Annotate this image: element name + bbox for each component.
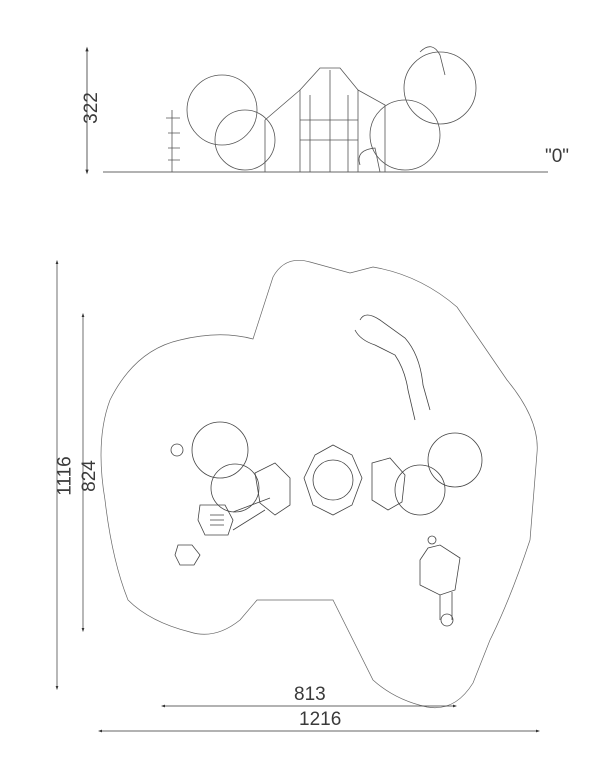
- elevation-view: [85, 46, 548, 175]
- hex-right: [371, 457, 406, 511]
- stepping-pods: [166, 110, 180, 172]
- tube-slide-plan: [354, 314, 431, 421]
- small-slide: [358, 147, 381, 173]
- dome-plan-4: [427, 432, 483, 488]
- depth-total-label: 1116: [54, 456, 76, 496]
- slide-tube: [419, 46, 446, 76]
- dome-left: [186, 74, 258, 146]
- tower-nets: [300, 70, 358, 172]
- swing-frame: [419, 544, 461, 620]
- dome-plan-1: [191, 421, 249, 479]
- dome-right-lower: [369, 99, 441, 171]
- center-tower-plan: [303, 444, 363, 516]
- depth-equipment-label: 824: [78, 460, 100, 492]
- dome-right-upper: [403, 51, 477, 125]
- width-total-label: 1216: [299, 709, 342, 730]
- center-hub: [312, 459, 354, 501]
- ground-zero-label: "0": [545, 146, 570, 167]
- dome-plan-3: [394, 464, 446, 516]
- safety-zone-outline: [100, 259, 538, 709]
- seesaw-cluster: [174, 544, 201, 566]
- width-equipment-label: 813: [294, 684, 326, 705]
- climber-small-left: [170, 443, 184, 457]
- climber-small-right: [427, 535, 437, 545]
- dome-left-lower: [214, 109, 276, 171]
- center-tower: [264, 67, 386, 172]
- height-label: 322: [80, 92, 102, 124]
- dome-plan-2: [210, 463, 260, 513]
- hex-left: [254, 462, 291, 516]
- plan-view: [55, 259, 541, 733]
- entry-deck: [197, 504, 234, 536]
- ramp: [232, 497, 271, 531]
- spinner: [440, 613, 454, 627]
